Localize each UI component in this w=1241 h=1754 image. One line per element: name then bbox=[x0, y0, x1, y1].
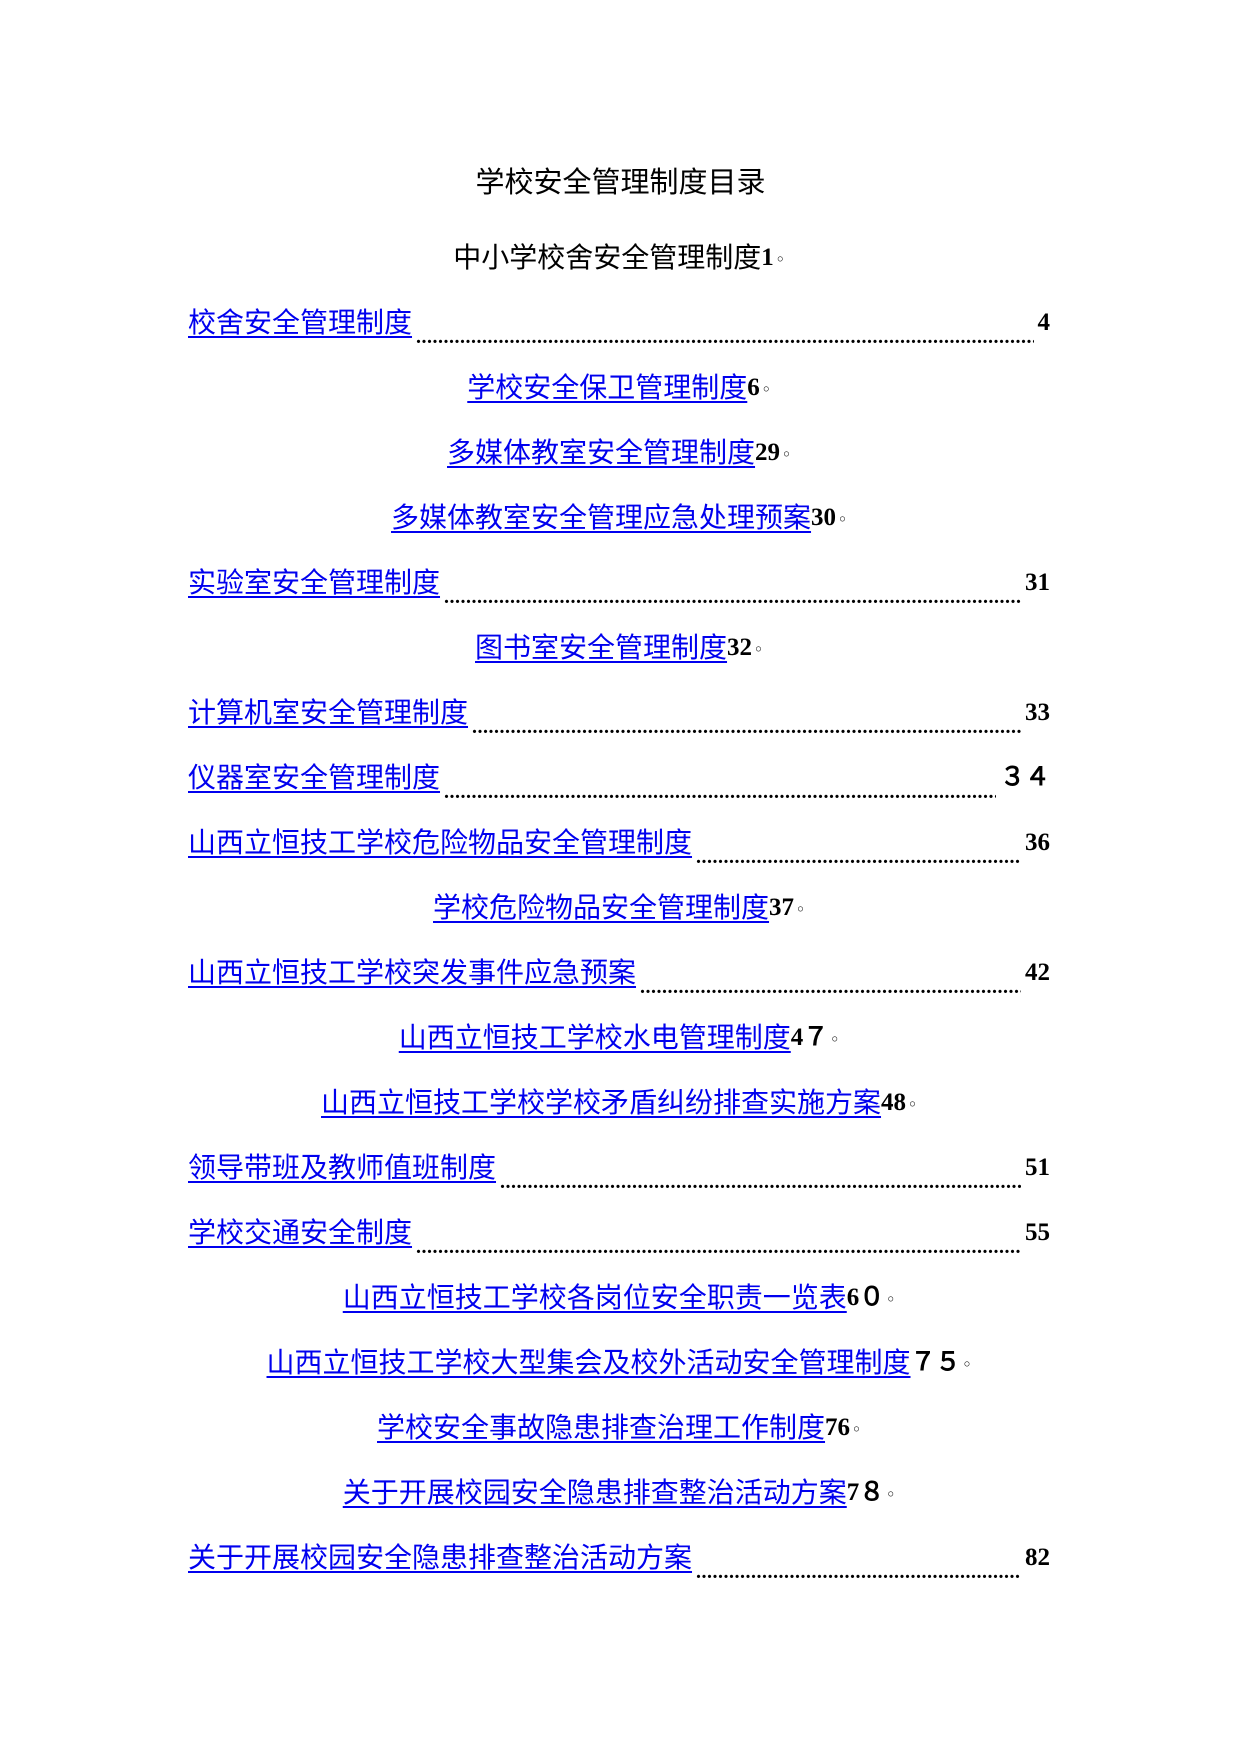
toc-entry[interactable]: 计算机室安全管理制度 33 bbox=[188, 680, 1050, 745]
toc-entry-link[interactable]: 多媒体教室安全管理应急处理预案 bbox=[391, 500, 812, 534]
toc-entry[interactable]: 仪器室安全管理制度 ３４ bbox=[188, 745, 1050, 810]
toc-page-number: 82 bbox=[1025, 1543, 1050, 1571]
dot-leader bbox=[500, 1164, 1021, 1200]
toc-page-number: 76 bbox=[825, 1413, 851, 1441]
toc-entry-link[interactable]: 关于开展校园安全隐患排查整治活动方案 bbox=[188, 1540, 693, 1574]
toc-entry-link[interactable]: 学校安全事故隐患排查治理工作制度 bbox=[377, 1410, 826, 1444]
toc-entry[interactable]: 校舍安全管理制度 4 bbox=[188, 290, 1050, 355]
paragraph-marker-icon: ◦ bbox=[796, 901, 805, 918]
toc-entry-link[interactable]: 山西立恒技工学校突发事件应急预案 bbox=[188, 955, 637, 989]
toc-page-number: 48 bbox=[881, 1088, 907, 1116]
toc-entry-link[interactable]: 山西立恒技工学校学校矛盾纠纷排查实施方案 bbox=[321, 1085, 882, 1119]
dot-leader bbox=[444, 579, 1021, 615]
toc-entry-link[interactable]: 领导带班及教师值班制度 bbox=[188, 1150, 497, 1184]
toc-entry-link[interactable]: 关于开展校园安全隐患排查整治活动方案 bbox=[342, 1475, 847, 1509]
toc-entry-link[interactable]: 多媒体教室安全管理制度 bbox=[447, 435, 756, 469]
dot-leader bbox=[416, 1229, 1021, 1265]
toc-page-number: 37 bbox=[769, 893, 795, 921]
toc-entry-link[interactable]: 学校安全保卫管理制度 bbox=[467, 370, 748, 404]
table-of-contents: 中小学校舍安全管理制度1◦校舍安全管理制度4学校安全保卫管理制度6◦多媒体教室安… bbox=[188, 225, 1050, 1590]
paragraph-marker-icon: ◦ bbox=[886, 1486, 896, 1503]
toc-entry-link[interactable]: 图书室安全管理制度 bbox=[475, 630, 728, 664]
toc-page-number: 31 bbox=[1025, 568, 1050, 596]
toc-page-number: ３４ bbox=[999, 763, 1050, 791]
paragraph-marker-icon: ◦ bbox=[754, 641, 763, 658]
toc-page-number: 6０ bbox=[846, 1283, 885, 1311]
paragraph-marker-icon: ◦ bbox=[830, 1031, 840, 1048]
toc-entry-link[interactable]: 学校危险物品安全管理制度 bbox=[433, 890, 770, 924]
toc-entry-link[interactable]: 实验室安全管理制度 bbox=[188, 565, 441, 599]
toc-entry-link[interactable]: 山西立恒技工学校水电管理制度 bbox=[398, 1020, 791, 1054]
paragraph-marker-icon: ◦ bbox=[908, 1096, 917, 1113]
paragraph-marker-icon: ◦ bbox=[838, 511, 847, 528]
paragraph-marker-icon: ◦ bbox=[782, 446, 791, 463]
toc-page-number: 36 bbox=[1025, 828, 1050, 856]
toc-entry-link[interactable]: 仪器室安全管理制度 bbox=[188, 760, 441, 794]
dot-leader bbox=[444, 774, 996, 810]
toc-page-number: 4 bbox=[1037, 308, 1051, 336]
paragraph-marker-icon: ◦ bbox=[775, 251, 785, 268]
toc-page-number: 6 bbox=[747, 373, 760, 401]
toc-page-number: 29 bbox=[755, 438, 781, 466]
toc-entry-link[interactable]: 学校交通安全制度 bbox=[188, 1215, 413, 1249]
document-title: 学校安全管理制度目录 bbox=[475, 165, 766, 199]
paragraph-marker-icon: ◦ bbox=[852, 1421, 861, 1438]
toc-entry-label: 中小学校舍安全管理制度 bbox=[453, 240, 762, 274]
toc-page-number: 55 bbox=[1025, 1218, 1050, 1246]
toc-entry[interactable]: 关于开展校园安全隐患排查整治活动方案 82 bbox=[188, 1525, 1050, 1590]
toc-entry-link[interactable]: 山西立恒技工学校各岗位安全职责一览表 bbox=[342, 1280, 847, 1314]
toc-page-number: 51 bbox=[1025, 1153, 1050, 1181]
toc-page-number: 7８ bbox=[846, 1478, 885, 1506]
dot-leader bbox=[696, 1554, 1021, 1590]
toc-entry-link[interactable]: 计算机室安全管理制度 bbox=[188, 695, 469, 729]
toc-entry-link[interactable]: 校舍安全管理制度 bbox=[188, 305, 413, 339]
toc-entry[interactable]: 领导带班及教师值班制度 51 bbox=[188, 1135, 1050, 1200]
dot-leader bbox=[640, 969, 1021, 1005]
dot-leader bbox=[696, 839, 1021, 875]
paragraph-marker-icon: ◦ bbox=[886, 1291, 896, 1308]
toc-entry[interactable]: 学校交通安全制度 55 bbox=[188, 1200, 1050, 1265]
dot-leader bbox=[472, 709, 1021, 745]
toc-page-number: 33 bbox=[1025, 698, 1050, 726]
dot-leader bbox=[416, 319, 1033, 355]
toc-entry-link[interactable]: 山西立恒技工学校危险物品安全管理制度 bbox=[188, 825, 693, 859]
toc-page-number: 4７ bbox=[790, 1023, 829, 1051]
toc-entry-link[interactable]: 山西立恒技工学校大型集会及校外活动安全管理制度 bbox=[266, 1345, 911, 1379]
paragraph-marker-icon: ◦ bbox=[962, 1356, 972, 1373]
toc-page-number: 1 bbox=[761, 243, 774, 271]
toc-entry[interactable]: 实验室安全管理制度 31 bbox=[188, 550, 1050, 615]
toc-page-number: 42 bbox=[1025, 958, 1050, 986]
paragraph-marker-icon: ◦ bbox=[761, 381, 771, 398]
toc-entry[interactable]: 山西立恒技工学校突发事件应急预案 42 bbox=[188, 940, 1050, 1005]
toc-page-number: ７５ bbox=[910, 1348, 961, 1376]
toc-entry[interactable]: 山西立恒技工学校危险物品安全管理制度 36 bbox=[188, 810, 1050, 875]
toc-page-number: 32 bbox=[727, 633, 753, 661]
toc-page-number: 30 bbox=[811, 503, 837, 531]
